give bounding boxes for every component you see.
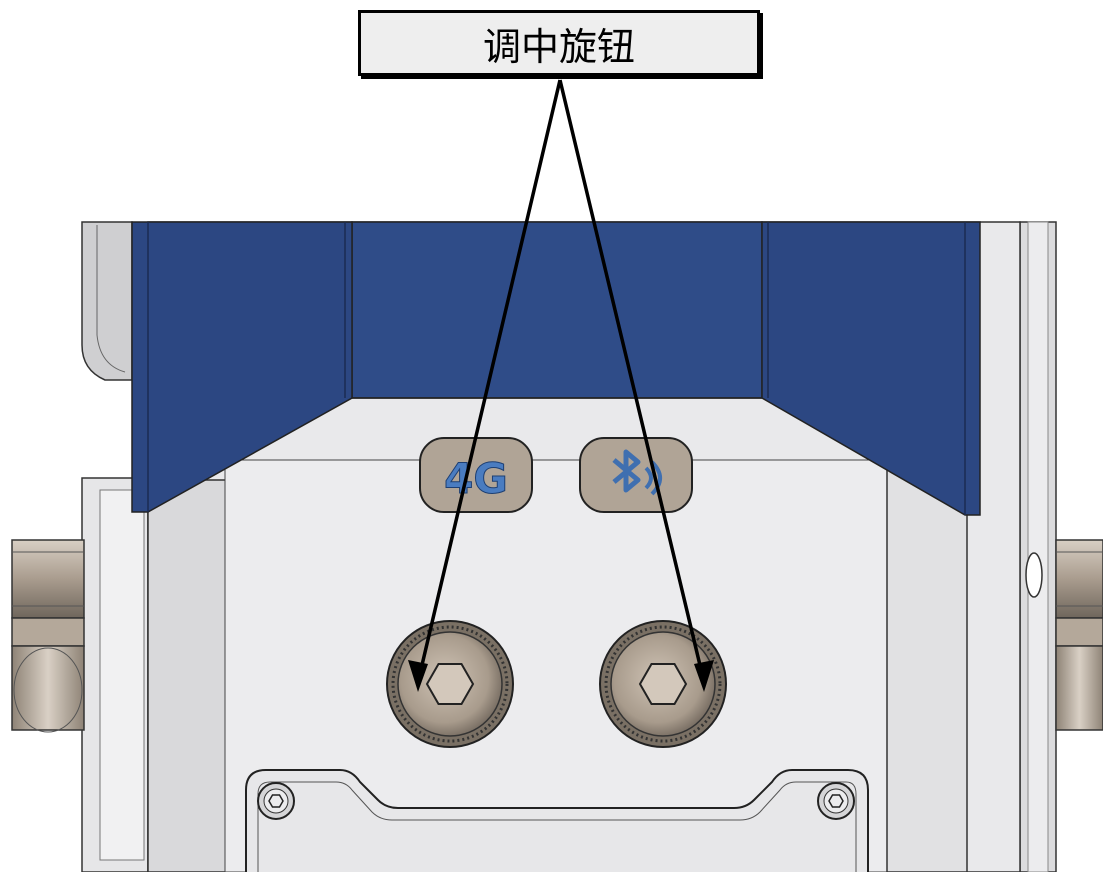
left-fitting bbox=[11, 539, 85, 733]
badge-4g: 4G bbox=[419, 437, 533, 513]
screw-left bbox=[257, 782, 295, 820]
hex-socket-icon bbox=[828, 794, 844, 808]
knob-left bbox=[386, 620, 514, 748]
arrowhead-left bbox=[408, 660, 428, 692]
arrowhead-right bbox=[694, 660, 714, 692]
callout-arrows bbox=[408, 79, 714, 692]
callout-label: 调中旋钮 bbox=[358, 10, 760, 76]
arrow-to-left-knob bbox=[416, 79, 562, 683]
arrow-to-right-knob bbox=[558, 79, 706, 683]
cover-plate bbox=[245, 769, 869, 872]
bluetooth-icon bbox=[612, 449, 662, 496]
knob-right bbox=[599, 620, 727, 748]
hex-socket-icon bbox=[638, 663, 688, 705]
blue-top-panel bbox=[131, 221, 981, 516]
screw-right bbox=[817, 782, 855, 820]
right-bracket bbox=[1019, 221, 1057, 872]
cellular-4g-icon: 4G bbox=[444, 454, 508, 503]
hex-socket-icon bbox=[268, 794, 284, 808]
left-bracket bbox=[81, 221, 149, 872]
badge-bluetooth bbox=[579, 437, 693, 513]
hex-socket-icon bbox=[425, 663, 475, 705]
right-fitting bbox=[1055, 539, 1103, 731]
